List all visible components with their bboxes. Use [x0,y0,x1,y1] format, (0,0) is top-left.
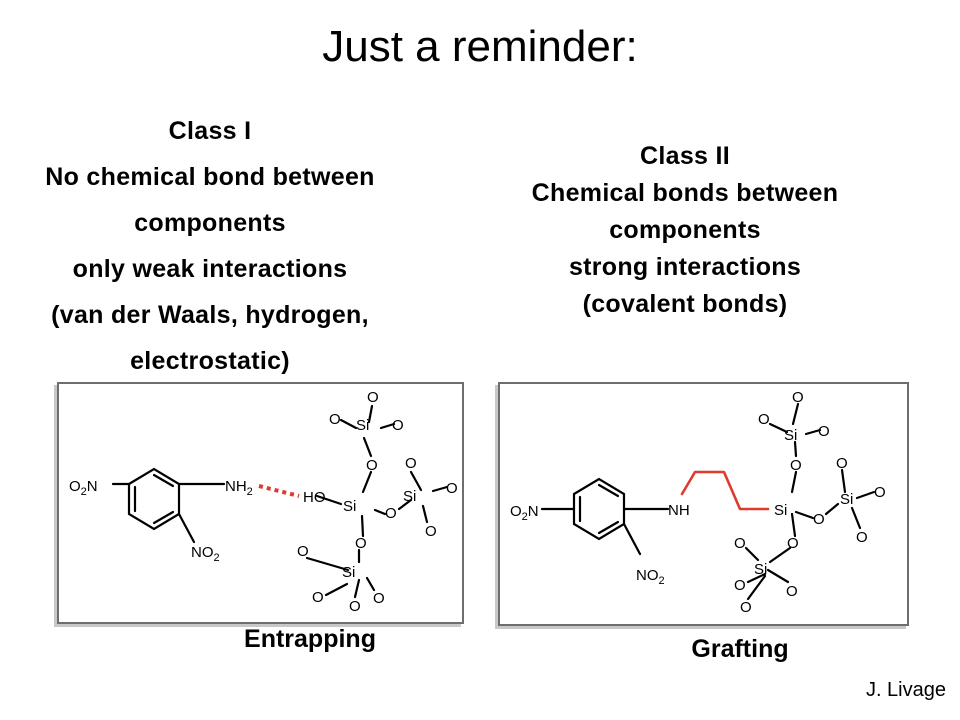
class-one-line: only weak interactions [72,255,348,283]
no2-label: NO2 [636,567,665,587]
propyl-linker-bond [680,470,770,511]
o-atom-label: O [740,599,752,616]
o-atom-label: O [385,505,397,522]
class-one-line: components [134,209,286,237]
o-atom-label: O [813,511,825,528]
o-atom-label: O [355,535,367,552]
o-atom-label: O [367,389,379,406]
o-atom-label: O [786,583,798,600]
benzene-ring [572,477,626,541]
o-atom-label: O [373,590,385,607]
class-one-line: (van der Waals, hydrogen, [51,301,369,329]
hydrogen-bond-dots [258,484,300,498]
o-atom-label: O [758,411,770,428]
class-one-heading: Class I [168,117,252,145]
grafting-structure-drawing: O2N NH NO2 Si Si Si Si O O O O O O O O O… [510,389,886,616]
o-atom-label: O [790,457,802,474]
o-atom-label: O [792,389,804,406]
nh2-label: NH2 [225,478,253,498]
nh-label: NH [668,502,690,519]
o-atom-label: O [734,577,746,594]
entrapping-molecule-figure: O2N NH2 NO2 HO Si Si Si Si O O O O O O O… [57,382,464,624]
o-atom-label: O [734,535,746,552]
ho-label: HO [303,489,326,506]
class-two-line: strong interactions [568,253,802,281]
entrapping-caption: Entrapping [244,625,376,653]
o-atom-label: O [405,455,417,472]
class-two-description: Class II Chemical bonds between componen… [470,138,900,323]
class-two-line: (covalent bonds) [582,290,788,318]
author-credit: J. Livage [865,679,946,701]
o-atom-label: O [349,598,361,615]
class-two-line: components [609,216,761,244]
bond-no2-bottom [622,522,642,556]
benzene-ring [127,467,181,531]
grafting-molecule-figure: O2N NH NO2 Si Si Si Si O O O O O O O O O… [498,382,909,626]
o-atom-label: O [366,457,378,474]
si-atom-label: Si [403,488,416,505]
o2n-label: O2N [510,503,539,523]
class-one-line: No chemical bond between [45,163,375,191]
class-two-heading: Class II [640,142,730,170]
o-atom-label: O [297,543,309,560]
si-atom-label: Si [342,564,355,581]
o-atom-label: O [425,523,437,540]
o2n-label: O2N [69,478,98,498]
si-atom-label: Si [840,491,853,508]
o-atom-label: O [446,480,458,497]
grafting-caption: Grafting [691,635,789,663]
si-atom-label: Si [356,417,369,434]
o-atom-label: O [856,529,868,546]
o-atom-label: O [392,417,404,434]
slide-title: Just a reminder: [322,22,638,71]
si-atom-label: Si [754,561,767,578]
o-atom-label: O [818,423,830,440]
o-atom-label: O [312,589,324,606]
o-atom-label: O [874,484,886,501]
si-atom-label: Si [784,427,797,444]
class-one-description: Class I No chemical bond between compone… [0,108,420,384]
entrapping-structure-drawing: O2N NH2 NO2 HO Si Si Si Si O O O O O O O… [69,389,458,615]
o-atom-label: O [329,411,341,428]
bond-no2-bottom [177,512,196,544]
no2-label: NO2 [191,544,220,564]
o-atom-label: O [787,535,799,552]
si-atom-label: Si [343,498,356,515]
o-atom-label: O [836,455,848,472]
class-two-line: Chemical bonds between [531,179,839,207]
si-atom-label: Si [774,502,787,519]
class-one-line: electrostatic) [130,347,290,375]
